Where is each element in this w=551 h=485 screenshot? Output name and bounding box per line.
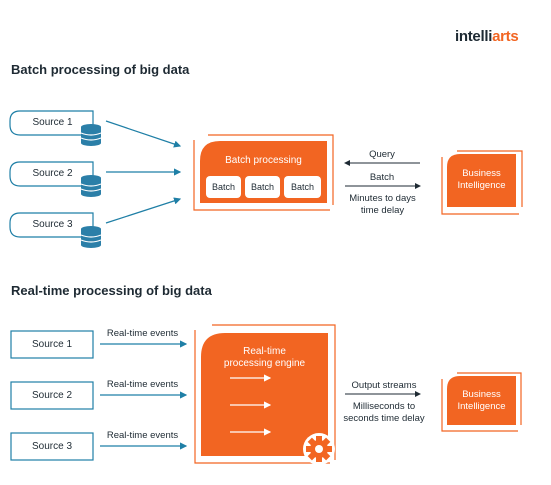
rt-bi-line1: Business	[462, 389, 501, 400]
batch-delay-line1: Minutes to days	[349, 193, 416, 204]
batch-chip-2: Batch	[245, 176, 280, 198]
batch-source-box-1	[9, 110, 94, 136]
output-streams-label: Output streams	[351, 380, 417, 391]
rt-source-label-1: Source 1	[31, 339, 73, 350]
rt-source-box-3	[10, 432, 94, 461]
rt-bi-bracket-top	[457, 372, 522, 425]
batch-bi-line1: Business	[462, 168, 501, 179]
realtime-section-title: Real-time processing of big data	[11, 283, 212, 298]
batch-box-bracket-top	[208, 134, 334, 205]
rt-delay-line1: Milliseconds to	[352, 401, 416, 412]
rt-source-label-2: Source 2	[31, 390, 73, 401]
company-logo: intelliarts	[455, 28, 519, 45]
batch-delay-line2: time delay	[360, 205, 405, 216]
gear-icon	[303, 433, 335, 465]
batch-arrow-1	[105, 120, 182, 148]
rt-engine-box	[201, 333, 328, 456]
rt-bi-line2: Intelligence	[457, 401, 506, 412]
database-icon	[80, 175, 102, 197]
rt-bi-bracket	[441, 379, 518, 432]
rt-engine-line2: processing engine	[223, 358, 306, 369]
batch-section-title: Batch processing of big data	[11, 62, 190, 77]
rt-engine-line1: Real-time	[243, 346, 286, 357]
batch-source-label-3: Source 3	[32, 219, 73, 230]
batch-source-box-3	[9, 212, 94, 238]
rt-event-label-1: Real-time events	[106, 328, 179, 339]
batch-arrow-3	[105, 197, 182, 224]
batch-bi-bracket	[441, 157, 519, 215]
database-icon	[80, 226, 102, 248]
rt-source-box-1	[10, 330, 94, 359]
rt-engine-bracket-bottom	[194, 330, 330, 464]
batch-chip-1: Batch	[206, 176, 241, 198]
rt-event-label-3: Real-time events	[106, 430, 179, 441]
batch-source-label-1: Source 1	[32, 117, 73, 128]
batch-source-label-2: Source 2	[32, 168, 73, 179]
rt-delay-line2: seconds time delay	[343, 413, 425, 424]
batch-chip-3: Batch	[284, 176, 321, 198]
batch-out-label: Batch	[369, 172, 395, 183]
batch-bi-box	[447, 154, 516, 207]
rt-source-label-3: Source 3	[31, 441, 73, 452]
batch-bi-line2: Intelligence	[457, 180, 506, 191]
query-label: Query	[369, 149, 395, 160]
batch-source-box-2	[9, 161, 94, 187]
batch-processing-title: Batch processing	[225, 155, 302, 166]
batch-bi-bracket-top	[457, 150, 523, 207]
rt-engine-bracket-top	[212, 324, 336, 460]
rt-source-box-2	[10, 381, 94, 410]
rt-event-label-2: Real-time events	[106, 379, 179, 390]
batch-box-bracket-bottom	[193, 140, 330, 211]
rt-bi-box	[447, 376, 516, 425]
database-icon	[80, 124, 102, 146]
